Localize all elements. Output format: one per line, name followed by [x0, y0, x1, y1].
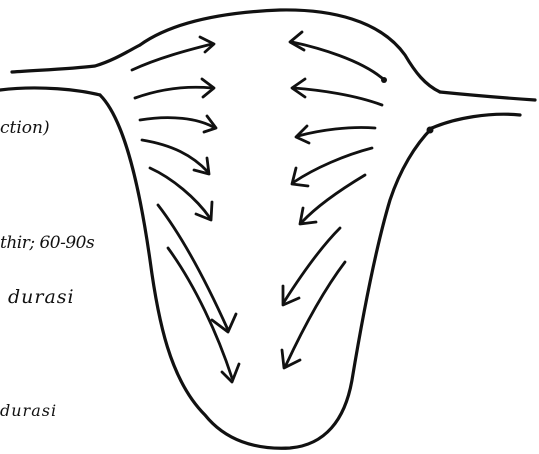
arrow-left-5: [150, 168, 210, 218]
label-fragment-thir: thir; 60-90s: [0, 233, 94, 253]
ink-dot-top-right: [381, 77, 387, 83]
arrow-left-3: [140, 118, 215, 128]
arrow-right-2: [294, 88, 382, 105]
arrow-left-7: [168, 248, 232, 378]
ink-dot-right: [427, 127, 434, 134]
left-arrow-group: [132, 37, 239, 382]
arrowhead-right-1: [290, 32, 304, 50]
arrow-right-5: [302, 175, 365, 222]
arrow-right-3: [298, 127, 375, 136]
left-baseline-line: [12, 45, 140, 72]
arrow-right-6: [284, 228, 340, 302]
label-fragment-ction: ction): [0, 118, 50, 138]
u-shape-outline: [100, 95, 432, 448]
right-arrow-group: [282, 32, 382, 368]
label-fragment-durasi-1: durasi: [8, 286, 75, 308]
arrow-left-6: [158, 205, 228, 330]
arrow-right-1: [292, 42, 382, 78]
arrow-left-1: [132, 44, 212, 70]
lower-left-baseline: [0, 88, 100, 95]
lower-right-baseline: [432, 114, 520, 128]
arrow-left-2: [135, 87, 212, 98]
arrow-left-4: [142, 140, 208, 172]
right-baseline-line: [440, 92, 535, 100]
label-fragment-durasi-2: durasi: [0, 401, 57, 420]
arrow-right-7: [286, 262, 345, 365]
